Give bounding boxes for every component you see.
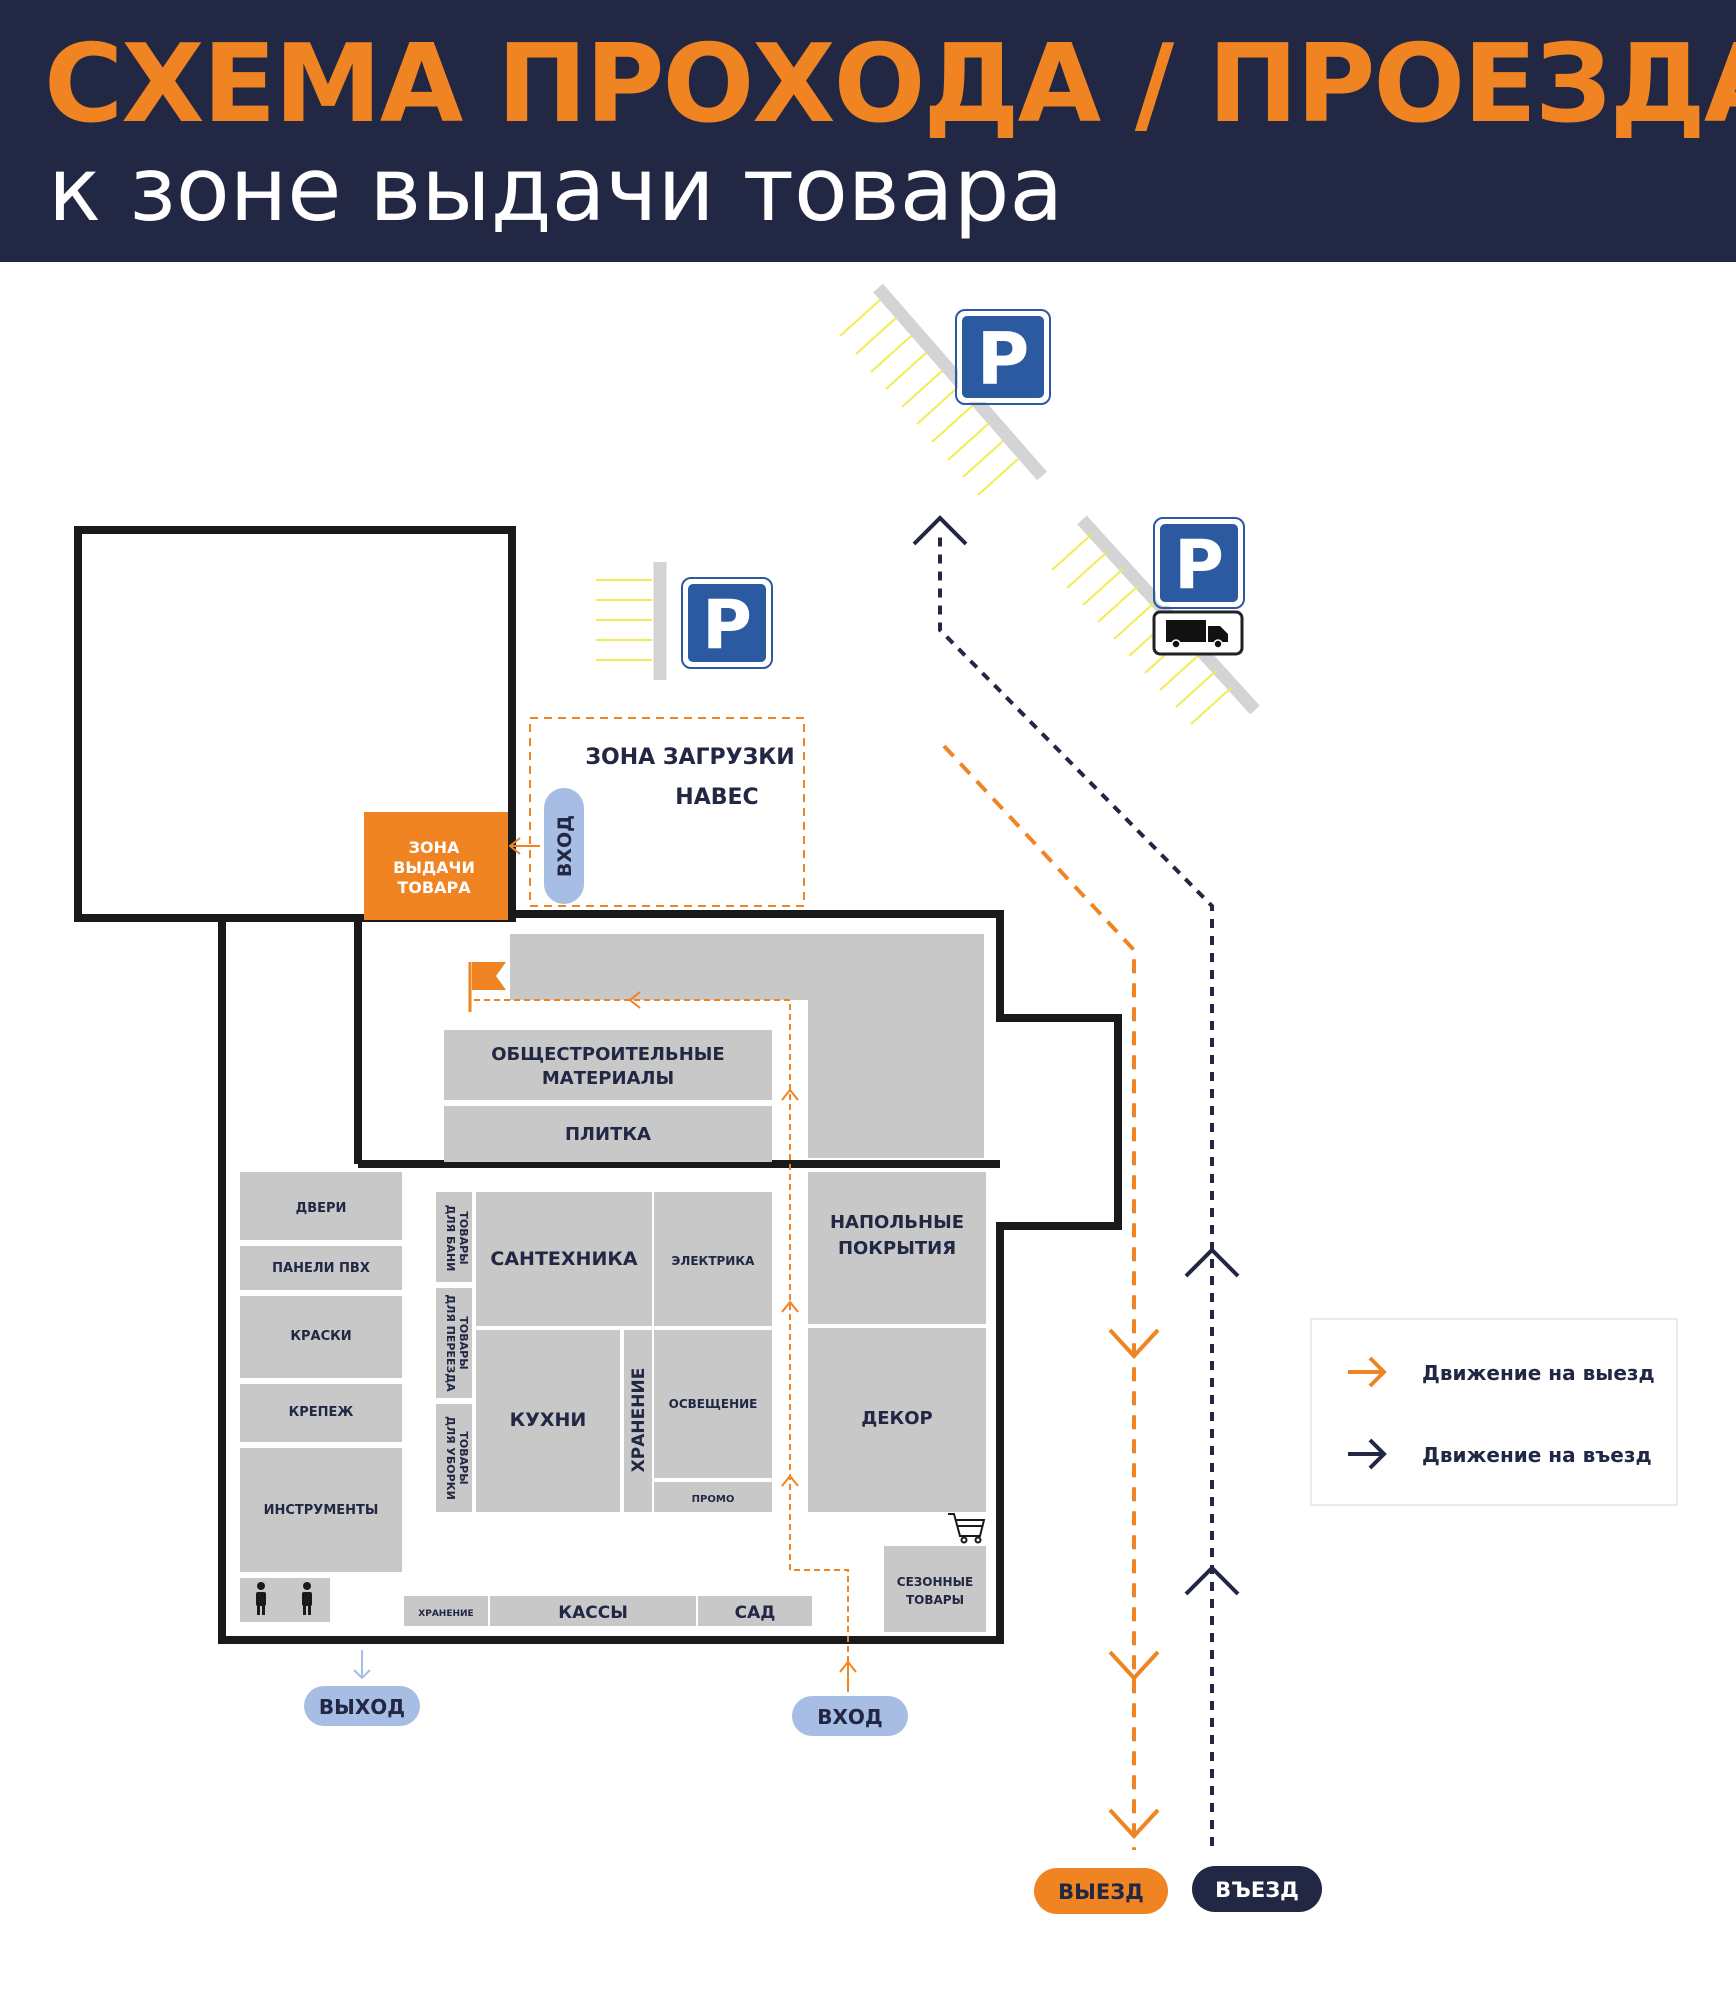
parking-area-small: P [596,562,773,680]
plumbing-label: САНТЕХНИКА [490,1248,637,1270]
main-entrance-label: ВХОД [817,1705,882,1729]
parking-letter: P [1174,526,1224,605]
garden-label: САД [735,1603,776,1623]
parking-area-truck: P [1051,515,1260,725]
loading-zone-label: ЗОНА ЗАГРУЗКИ [585,745,794,770]
exit-arrow-icon [353,1650,371,1680]
small-storage-label: ХРАНЕНИЕ [418,1609,473,1619]
page-subtitle: к зоне выдачи товара [48,138,1064,241]
moving-goods-label-2: ДЛЯ ПЕРЕЕЗДА [444,1294,457,1392]
seasonal-label-2: ТОВАРЫ [906,1593,964,1607]
parking-area-top: P [839,283,1051,496]
loading-zone: ЗОНА ЗАГРУЗКИ НАВЕС ВХОД [508,717,805,907]
drive-in-pill[interactable]: ВЪЕЗД [1192,1866,1322,1912]
canopy-label: НАВЕС [675,785,758,810]
flooring-label: НАПОЛЬНЫЕ [830,1212,964,1233]
cleaning-goods-label: ТОВАРЫ [457,1431,470,1484]
walking-route [469,991,857,1692]
storage-label: ХРАНЕНИЕ [629,1368,649,1473]
arrow-to-pickup-icon [508,837,540,855]
legend-exit-label: Движение на выезд [1422,1361,1655,1385]
drive-out-label: ВЫЕЗД [1058,1880,1144,1904]
restroom-icon [256,1582,312,1615]
side-entrance-label: ВХОД [554,815,576,877]
drive-in-label: ВЪЕЗД [1215,1878,1299,1902]
parking-sign-icon: P [681,577,773,669]
promo-label: ПРОМО [692,1494,735,1505]
lighting-label: ОСВЕЩЕНИЕ [669,1397,758,1411]
decor-label: ДЕКОР [861,1408,933,1429]
pickup-zone-label-1: ЗОНА [409,838,460,857]
paints-label: КРАСКИ [290,1329,351,1344]
fasteners-label: КРЕПЕЖ [289,1405,354,1420]
drive-in-route [912,515,1240,1846]
main-entrance-pill[interactable]: ВХОД [792,1696,908,1736]
parking-letter: P [702,586,752,665]
tile-label: ПЛИТКА [565,1124,651,1145]
pickup-zone-label-2: ВЫДАЧИ [393,858,475,877]
bath-goods-label-2: ДЛЯ БАНИ [444,1205,457,1272]
pickup-zone: ЗОНА ВЫДАЧИ ТОВАРА [364,812,508,920]
legend-exit-arrow-icon [1348,1356,1387,1388]
page-title: СХЕМА ПРОХОДА / ПРОЕЗДА [44,22,1736,147]
pvc-panels-label: ПАНЕЛИ ПВХ [272,1261,370,1276]
exit-pill-label: ВЫХОД [319,1695,405,1719]
tools-label: ИНСТРУМЕНТЫ [264,1503,379,1518]
seasonal-label: СЕЗОННЫЕ [897,1575,973,1589]
doors-label: ДВЕРИ [296,1201,347,1216]
legend-entry-arrow-icon [1348,1438,1387,1470]
side-entrance-pill[interactable]: ВХОД [544,788,584,904]
parking-sign-icon: P [955,309,1051,405]
cleaning-goods-label-2: ДЛЯ УБОРКИ [444,1416,457,1500]
general-materials-label-2: МАТЕРИАЛЫ [542,1068,674,1089]
electrics-label: ЭЛЕКТРИКА [672,1254,756,1268]
checkouts-label: КАССЫ [558,1603,628,1623]
shopping-cart-icon [948,1513,986,1544]
drive-out-pill[interactable]: ВЫЕЗД [1034,1868,1168,1914]
legend: Движение на выезд Движение на въезд [1310,1318,1678,1506]
sales-floor: ДВЕРИ ПАНЕЛИ ПВХ КРАСКИ КРЕПЕЖ ИНСТРУМЕН… [240,1172,986,1632]
upper-warehouse-block: ОБЩЕСТРОИТЕЛЬНЫЕ МАТЕРИАЛЫ ПЛИТКА [444,934,984,1162]
header-banner: СХЕМА ПРОХОДА / ПРОЕЗДА к зоне выдачи то… [0,0,1736,262]
truck-parking-sign-icon: P [1152,517,1245,656]
general-materials-label: ОБЩЕСТРОИТЕЛЬНЫЕ [491,1044,724,1065]
drive-out-route [942,744,1160,1850]
flooring-label-2: ПОКРЫТИЯ [838,1238,956,1259]
exit-pill[interactable]: ВЫХОД [304,1686,420,1726]
flag-icon [468,962,506,1012]
bath-goods-label: ТОВАРЫ [457,1211,470,1264]
pickup-zone-label-3: ТОВАРА [397,878,471,897]
legend-entry-label: Движение на въезд [1422,1443,1652,1467]
parking-letter: P [977,317,1030,401]
moving-goods-label: ТОВАРЫ [457,1316,470,1369]
kitchens-label: КУХНИ [510,1409,587,1431]
